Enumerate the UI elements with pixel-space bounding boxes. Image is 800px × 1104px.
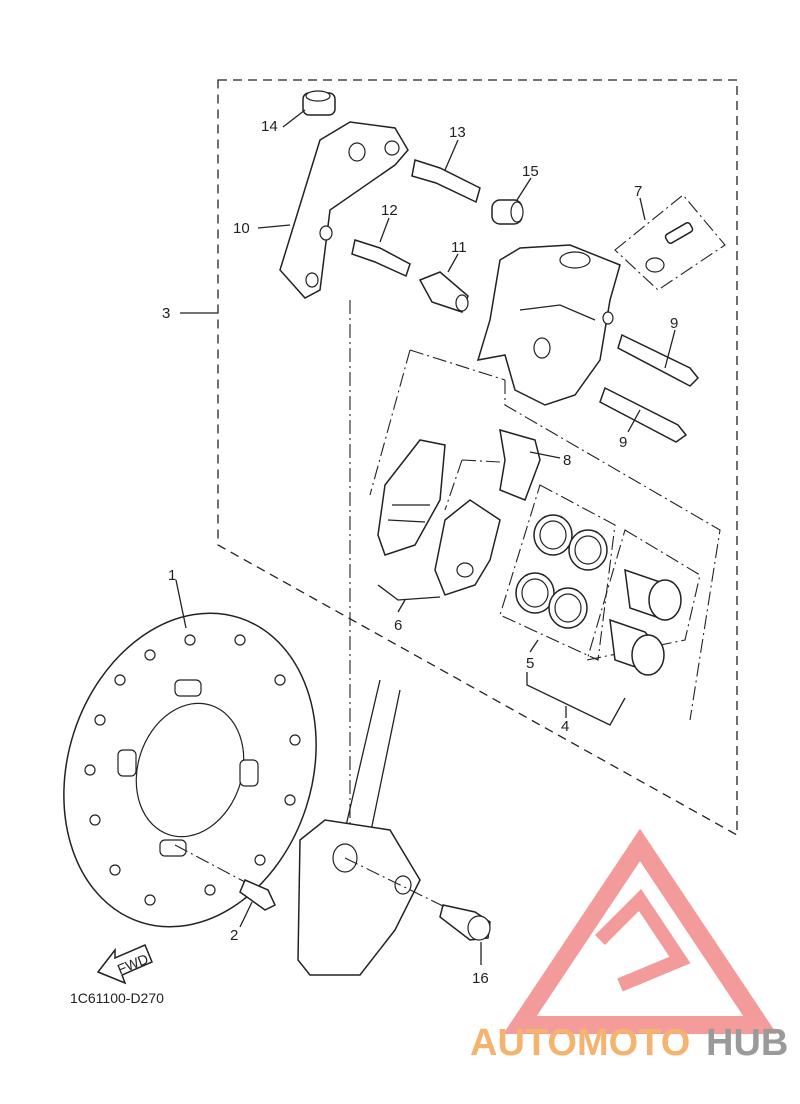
pistons	[609, 568, 682, 676]
callout-4: 4	[561, 718, 569, 735]
piston-seals	[515, 514, 608, 629]
leader-12	[379, 217, 390, 243]
leader-11	[447, 253, 459, 273]
pad-kit-outline	[369, 349, 506, 511]
leader-10	[257, 224, 291, 229]
watermark-logo	[503, 828, 777, 1034]
leader-5	[529, 639, 539, 653]
leader-8	[529, 451, 561, 459]
callout-15: 15	[522, 163, 539, 180]
pad-spring	[499, 428, 541, 501]
fwd-arrow: FWD	[96, 944, 153, 985]
disc-bolt-centerline	[174, 844, 246, 883]
callout-13: 13	[449, 124, 466, 141]
callout-8: 8	[563, 452, 571, 469]
caliper-assembly-boundary	[217, 79, 738, 837]
leader-6	[377, 584, 441, 613]
piston-box	[586, 529, 701, 661]
callout-2: 2	[230, 927, 238, 944]
caliper-bolt-upper	[617, 333, 700, 387]
leader-15	[516, 177, 532, 201]
caliper-bolt-lower	[599, 386, 688, 443]
caliper-bracket	[279, 121, 409, 299]
caliper-body	[476, 244, 621, 406]
brake-pad-right	[434, 499, 501, 596]
callout-5: 5	[526, 655, 534, 672]
leader-2	[239, 901, 253, 928]
mount-bolt-centerline	[344, 857, 446, 908]
leader-9a	[664, 329, 676, 369]
leader-1	[175, 579, 187, 629]
boot-15	[491, 199, 524, 225]
watermark-text-automoto: AUTOMOTO	[470, 1022, 690, 1064]
leader-13	[444, 139, 459, 171]
callout-9-lower: 9	[619, 434, 627, 451]
leader-14	[282, 109, 306, 128]
callout-11: 11	[451, 239, 467, 256]
leader-7	[639, 197, 646, 221]
bleeder-screw	[645, 222, 694, 273]
brake-disc	[63, 612, 317, 928]
fwd-label: FWD	[115, 951, 151, 978]
brake-pad-left	[377, 439, 446, 556]
callout-6: 6	[394, 617, 402, 634]
diagram-code: 1C61100-D270	[70, 990, 164, 1006]
sleeve-14	[302, 90, 336, 116]
callout-9-upper: 9	[670, 315, 678, 332]
front-fork	[297, 679, 421, 976]
slide-pin-12	[351, 239, 411, 278]
callout-16: 16	[472, 970, 489, 987]
callout-10: 10	[233, 220, 250, 237]
callout-3: 3	[162, 305, 170, 322]
callout-14: 14	[261, 118, 278, 135]
bleeder-box	[614, 194, 726, 291]
disc-holes	[84, 634, 301, 906]
watermark-text-hub: HUB	[706, 1022, 788, 1064]
callout-7: 7	[634, 183, 642, 200]
bracket-4	[526, 672, 626, 726]
seal-kit-outline	[504, 380, 721, 721]
disc-bolt	[239, 879, 276, 911]
caliper-mount-bolt	[439, 904, 491, 941]
boot-11	[418, 271, 469, 313]
callout-12: 12	[381, 202, 398, 219]
seal-box	[499, 484, 616, 661]
slide-pin-13	[411, 159, 481, 204]
leader-9b	[627, 409, 641, 433]
callout-1: 1	[168, 567, 176, 584]
